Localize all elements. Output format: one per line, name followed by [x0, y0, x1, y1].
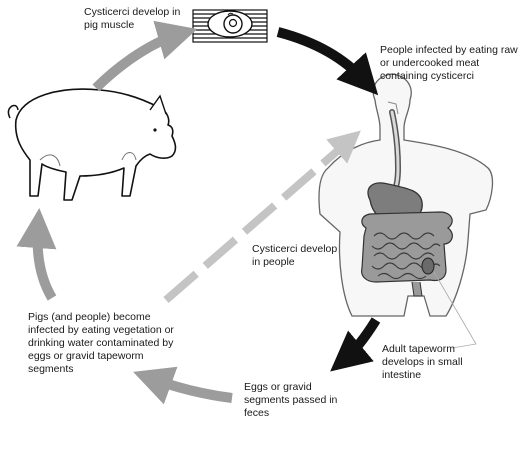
- arrow-human-to-feces: [330, 317, 381, 372]
- arrow-pig-to-muscle: [92, 20, 198, 92]
- label-adult-tapeworm: Adult tapeworm develops in small intesti…: [382, 343, 463, 381]
- pig-icon: [7, 88, 177, 201]
- intestine-icon: [361, 182, 453, 297]
- label-pigs-people-infected: Pigs (and people) become infected by eat…: [28, 311, 174, 375]
- leader-line: [433, 271, 477, 349]
- arrow-ingestion-to-pig: [16, 208, 57, 301]
- dashed-arrow-to-human: [163, 130, 361, 304]
- label-cysticerci-muscle: Cysticerci develop in pig muscle: [84, 6, 181, 31]
- arrow-feces-to-pig: [133, 366, 233, 405]
- label-cysticerci-people: Cysticerci develop in people: [252, 243, 338, 268]
- label-people-infected: People infected by eating raw or underco…: [380, 44, 518, 82]
- label-eggs-passed: Eggs or gravid segments passed in feces: [244, 381, 338, 419]
- arrow-muscle-to-human: [276, 27, 379, 96]
- muscle-cyst-icon: [192, 9, 268, 43]
